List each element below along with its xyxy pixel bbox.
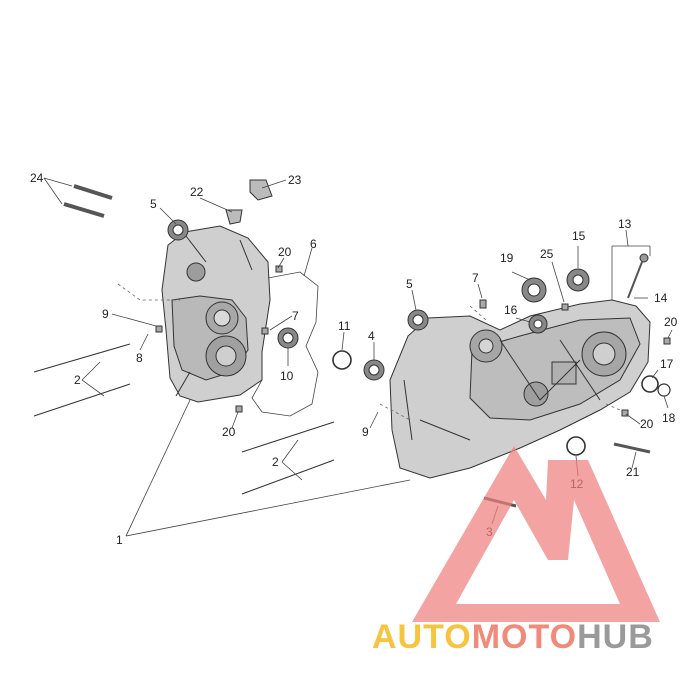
callout-22: 22 [190, 185, 204, 199]
bearing-10 [277, 327, 299, 349]
right-crankcase-half [389, 299, 651, 479]
bolt-21 [613, 442, 651, 454]
seal-12 [566, 436, 586, 456]
gasket [251, 271, 319, 417]
callout-6: 6 [310, 237, 317, 251]
logo-mark [412, 446, 660, 622]
callout-20-bottom-left: 20 [222, 425, 236, 439]
callout-20-top: 20 [278, 245, 292, 259]
bearing-15 [566, 268, 590, 292]
circlip-11 [332, 350, 352, 370]
callout-labels: 24 22 23 5 20 6 9 8 7 10 11 4 2 20 2 9 1… [30, 171, 678, 547]
brand-part-auto: AUTO [372, 618, 472, 656]
callout-1: 1 [116, 533, 123, 547]
callout-13: 13 [618, 217, 632, 231]
seal-17 [641, 375, 659, 393]
callout-2-left: 2 [74, 373, 81, 387]
callout-9-left: 9 [102, 307, 109, 321]
dowel-pins [155, 265, 671, 417]
bearing-19 [521, 277, 547, 303]
callout-16: 16 [504, 303, 518, 317]
callout-18: 18 [662, 411, 676, 425]
watermark-logo [412, 446, 660, 622]
callout-5-right: 5 [406, 277, 413, 291]
brand-part-moto: MOTO [472, 618, 577, 656]
bracket-22 [225, 209, 243, 225]
brand-part-hub: HUB [577, 618, 654, 656]
sensor-14 [627, 253, 649, 299]
stud-bolts [33, 343, 335, 495]
callout-2-center: 2 [272, 455, 279, 469]
alignment-lines [117, 283, 621, 421]
clip-23 [249, 179, 273, 201]
short-studs [63, 184, 113, 218]
callout-19: 19 [500, 251, 514, 265]
left-crankcase-half [161, 225, 271, 403]
callout-10: 10 [280, 369, 294, 383]
callout-15: 15 [572, 229, 586, 243]
callout-7-left: 7 [292, 309, 299, 323]
callout-8: 8 [136, 351, 143, 365]
callout-24: 24 [30, 171, 44, 185]
bearings-and-seals [167, 219, 671, 456]
callout-5-left: 5 [150, 197, 157, 211]
callout-17: 17 [660, 357, 674, 371]
bearing-4 [363, 359, 385, 381]
watermark-brand: AUTOMOTOHUB [372, 618, 654, 656]
callout-9-center: 9 [362, 425, 369, 439]
oil-seal-5-right [407, 309, 429, 331]
callout-21: 21 [626, 465, 640, 479]
callout-14: 14 [654, 291, 668, 305]
callout-20-right-top: 20 [664, 315, 678, 329]
bearing-16 [528, 314, 548, 334]
oil-seal-5-left [167, 219, 189, 241]
callout-23: 23 [288, 173, 302, 187]
oring-18 [657, 383, 671, 397]
leader-lines [43, 177, 673, 537]
callout-25: 25 [540, 247, 554, 261]
callout-4: 4 [368, 329, 375, 343]
callout-7-right: 7 [472, 271, 479, 285]
callout-20-right-bottom: 20 [640, 417, 654, 431]
callout-11: 11 [338, 319, 351, 333]
